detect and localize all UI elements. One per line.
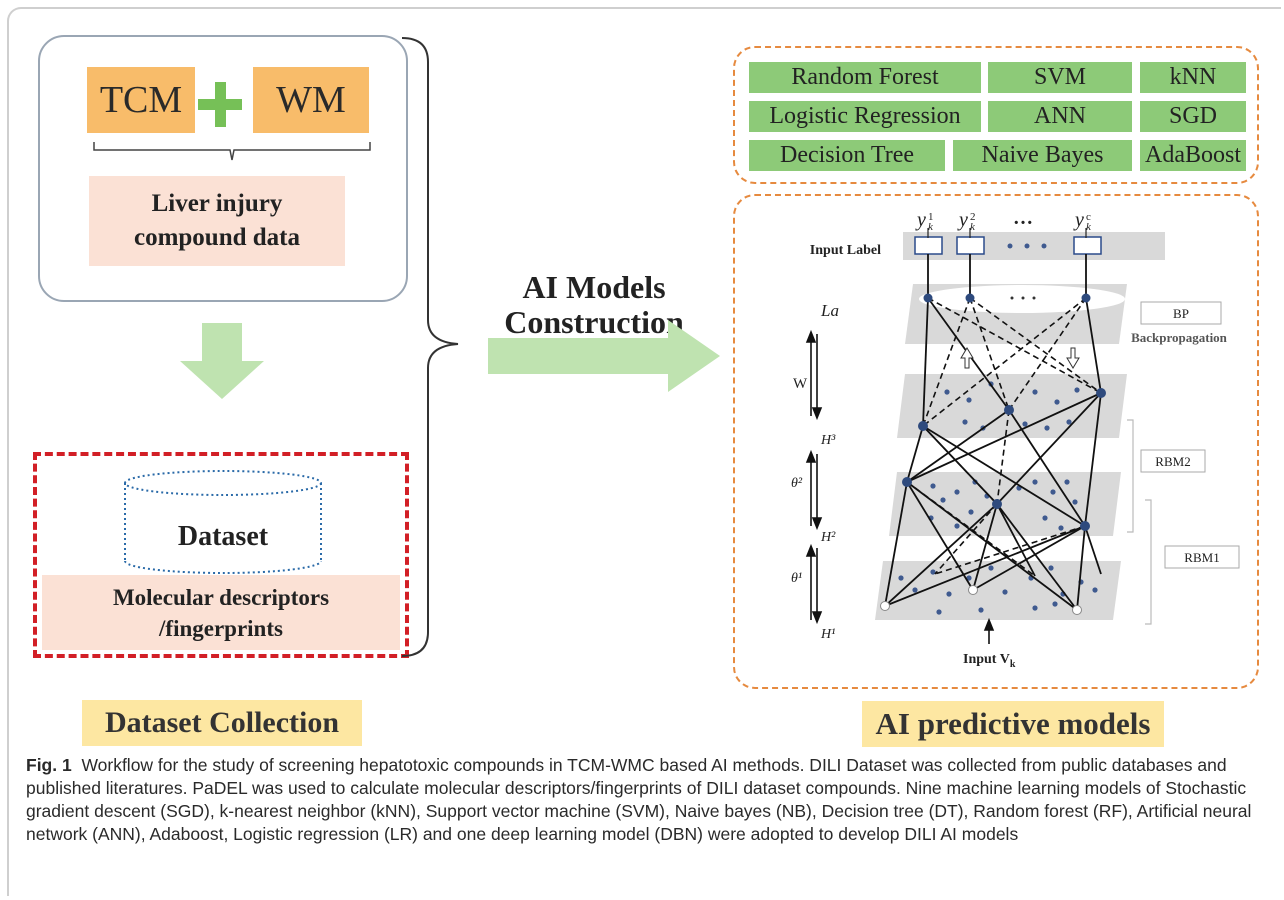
figure-caption: Fig. 1 Workflow for the study of screeni…	[26, 754, 1256, 846]
molecular-descriptors-box: Molecular descriptors /fingerprints	[42, 575, 400, 650]
svg-text:k: k	[928, 221, 934, 233]
tcm-box: TCM	[87, 67, 195, 133]
rbm2-bracket	[1127, 419, 1134, 533]
svg-text:1: 1	[928, 211, 934, 223]
theta1-label: θ¹	[791, 571, 802, 586]
model-decision-tree: Decision Tree	[749, 140, 945, 171]
up-hollow-arrow-icon	[960, 347, 974, 369]
model-sgd: SGD	[1140, 101, 1246, 132]
rbm1-box	[1164, 545, 1240, 569]
w-label: W	[793, 376, 808, 392]
bp-box	[1140, 301, 1222, 325]
svg-text:c: c	[1086, 211, 1091, 223]
down-arrow-icon	[180, 323, 264, 399]
input-label-strip	[903, 232, 1165, 260]
backpropagation-label: Backpropagation	[1131, 330, 1228, 345]
rbm1-label: RBM1	[1184, 550, 1219, 565]
liver-line2: compound data	[133, 224, 300, 251]
svg-text:k: k	[970, 221, 976, 233]
models-dashed-box	[733, 46, 1259, 184]
model-knn: kNN	[1140, 62, 1246, 93]
dataset-label: Dataset	[177, 521, 269, 552]
model-random-forest: Random Forest	[749, 62, 981, 93]
wm-box: WM	[253, 67, 369, 133]
model-logistic-regression: Logistic Regression	[749, 101, 981, 132]
descriptors-line2: /fingerprints	[159, 615, 283, 641]
bracket-under-boxes	[93, 142, 371, 161]
yc-label: y	[1073, 209, 1084, 231]
ai-predictive-models-label: AI predictive models	[862, 701, 1164, 747]
model-naive-bayes: Naive Bayes	[953, 140, 1132, 171]
right-arrow-icon	[488, 320, 720, 392]
svg-text:k: k	[1086, 221, 1092, 233]
descriptors-line1: Molecular descriptors	[112, 584, 330, 610]
curly-brace	[401, 37, 459, 657]
plus-icon	[215, 82, 226, 127]
dashed-connections	[906, 297, 1102, 577]
y2-label: y	[957, 209, 968, 231]
liver-line1: Liver injury	[151, 190, 283, 217]
model-adaboost: AdaBoost	[1140, 140, 1246, 171]
tcm-label: TCM	[99, 79, 183, 121]
figure-number: Fig. 1	[26, 755, 72, 775]
model-svm: SVM	[988, 62, 1132, 93]
rbm2-label: RBM2	[1155, 454, 1190, 469]
solid-connections	[884, 254, 1102, 611]
layer-nodes	[902, 293, 1106, 531]
rbm2-box	[1140, 449, 1206, 473]
y1-label: y	[915, 209, 926, 231]
input-vk-label: Input Vk	[963, 652, 1016, 670]
svg-text:2: 2	[970, 211, 976, 223]
ai-line1: AI Models	[522, 269, 666, 305]
bp-label: BP	[1173, 306, 1189, 321]
wm-label: WM	[276, 79, 346, 121]
caption-text: Workflow for the study of screening hepa…	[26, 755, 1252, 844]
model-ann: ANN	[988, 101, 1132, 132]
la-label: La	[820, 301, 839, 320]
y-ellipsis: …	[1013, 207, 1033, 229]
weight-arrows	[805, 329, 995, 644]
input-label-text: Input Label	[810, 243, 881, 258]
dbn-network-diagram: Input Label y 1k y 2k … y ck	[791, 207, 1240, 670]
figure-frame	[7, 7, 1281, 896]
down-hollow-arrow-icon	[1066, 347, 1080, 369]
h1-label: H¹	[820, 627, 835, 642]
h2-label: H²	[820, 530, 836, 545]
input-nodes	[880, 585, 1082, 615]
liver-injury-box: Liver injury compound data	[89, 176, 345, 266]
theta2-label: θ²	[791, 476, 803, 491]
h3-label: H³	[820, 433, 836, 448]
dbn-dashed-box	[733, 194, 1259, 689]
dataset-dashed-box	[33, 452, 409, 658]
h2-plane	[889, 472, 1121, 536]
database-cylinder-icon	[124, 470, 322, 574]
ai-line2: Construction	[504, 304, 684, 340]
dataset-collection-label: Dataset Collection	[82, 700, 362, 746]
h1-plane	[875, 561, 1121, 620]
ai-models-construction-label: AI Models Construction	[478, 270, 710, 340]
rbm1-bracket	[1145, 499, 1152, 625]
